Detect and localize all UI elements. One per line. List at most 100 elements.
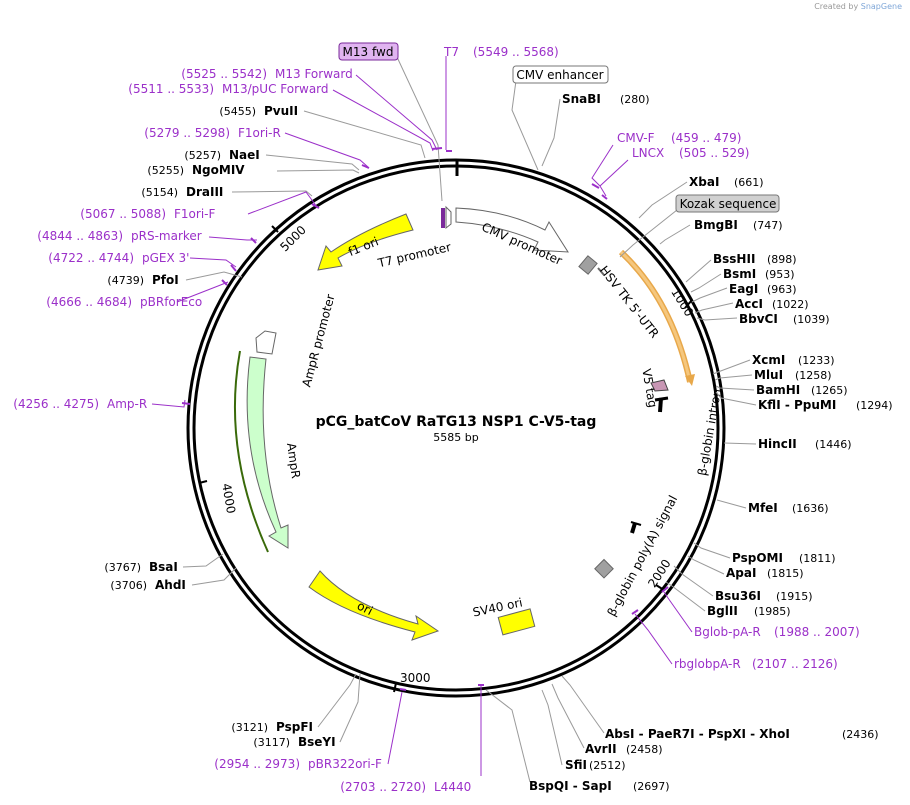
- ampr-promoter-label: AmpR promoter: [299, 293, 337, 389]
- grey-feature-box: [594, 558, 614, 579]
- label-l4440: L4440: [434, 780, 471, 794]
- f1-ori-arrow: [317, 213, 414, 271]
- ruler-ticks: 1000 2000 3000 4000 5000: [198, 223, 696, 693]
- label-ahdi: AhdI: [155, 578, 186, 592]
- svg-text:(1915): (1915): [776, 590, 813, 603]
- svg-text:(1258): (1258): [795, 369, 832, 382]
- ori-label: ori: [355, 599, 375, 619]
- label-apai: ApaI: [726, 566, 756, 580]
- hsv-tk-box: [578, 255, 598, 275]
- label-bsshii: BssHII: [713, 252, 755, 266]
- t7-range: (5549 .. 5568): [473, 45, 559, 59]
- label-m13-forward: M13 Forward: [275, 67, 353, 81]
- svg-text:(1988 .. 2007): (1988 .. 2007): [774, 625, 860, 639]
- svg-text:(505 .. 529): (505 .. 529): [679, 146, 749, 160]
- label-hincii: HincII: [758, 437, 797, 451]
- label-prs-marker: pRS-marker: [131, 229, 202, 243]
- ori-arrow: [308, 570, 440, 641]
- cmv-enhancer-tag[interactable]: CMV enhancer: [512, 65, 609, 84]
- label-bamhi: BamHI: [756, 383, 800, 397]
- svg-text:(2107 .. 2126): (2107 .. 2126): [752, 657, 838, 671]
- svg-text:(963): (963): [767, 283, 797, 296]
- label-ngomiv: NgoMIV: [192, 163, 245, 177]
- label-f1ori-r: F1ori-R: [238, 126, 281, 140]
- label-bsu36i: Bsu36I: [715, 589, 761, 603]
- label-avrii: AvrII: [585, 742, 617, 756]
- plasmid-name: pCG_batCoV RaTG13 NSP1 C-V5-tag: [316, 414, 597, 430]
- label-m13puc: M13/pUC Forward: [222, 82, 329, 96]
- plasmid-length: 5585 bp: [433, 431, 478, 444]
- svg-text:(747): (747): [753, 219, 783, 232]
- svg-text:(2703 .. 2720): (2703 .. 2720): [340, 780, 426, 794]
- label-pspfi: PspFI: [276, 720, 313, 734]
- svg-text:(898): (898): [767, 253, 797, 266]
- bottom-labels: AbsI - PaeR7I - PspXI - XhoI (2436) AvrI…: [529, 727, 879, 793]
- left-labels: (5525 .. 5542) M13 Forward (5511 .. 5533…: [13, 67, 471, 794]
- label-bspqi-sapi: BspQI - SapI: [529, 779, 612, 793]
- svg-text:(4256 .. 4275): (4256 .. 4275): [13, 397, 99, 411]
- t7-primer-bar: [441, 208, 445, 228]
- label-bmgbi: BmgBI: [694, 218, 738, 232]
- kozak-text: Kozak sequence: [680, 197, 777, 211]
- svg-text:(280): (280): [620, 93, 650, 106]
- label-rbglobpa-r: rbglobpA-R: [674, 657, 741, 671]
- svg-text:(459 .. 479): (459 .. 479): [671, 131, 741, 145]
- m13-fwd-tag[interactable]: M13 fwd: [338, 42, 399, 61]
- svg-text:(3117): (3117): [253, 736, 290, 749]
- t7-primer-label[interactable]: T7 (5549 .. 5568): [443, 45, 559, 59]
- label-pbr322ori-f: pBR322ori-F: [308, 757, 382, 771]
- tick-2000: 2000: [645, 557, 673, 590]
- label-bglii: BglII: [707, 604, 738, 618]
- svg-text:(5257): (5257): [184, 149, 221, 162]
- label-pbrforeco: pBRforEco: [140, 295, 202, 309]
- label-pgex: pGEX 3': [142, 251, 189, 265]
- svg-text:(2458): (2458): [626, 743, 663, 756]
- ampr-label: AmpR: [284, 442, 303, 479]
- label-naei: NaeI: [229, 148, 260, 162]
- t7-promoter-arrow: [445, 205, 452, 230]
- svg-text:(2697): (2697): [633, 780, 670, 793]
- svg-text:(5511 .. 5533): (5511 .. 5533): [128, 82, 214, 96]
- label-mlui: MluI: [754, 368, 783, 382]
- cmv-promoter-arrow: [455, 207, 569, 253]
- svg-text:(3121): (3121): [231, 721, 268, 734]
- svg-text:(1811): (1811): [799, 552, 836, 565]
- t7-promoter-label: T7 promoter: [376, 240, 453, 271]
- svg-text:(4722 .. 4744): (4722 .. 4744): [48, 251, 134, 265]
- m13-fwd-text: M13 fwd: [343, 45, 394, 59]
- leader-lines: [151, 56, 757, 783]
- label-acci: AccI: [735, 297, 763, 311]
- label-snabi: SnaBI: [562, 92, 601, 106]
- label-bsmi: BsmI: [723, 267, 756, 281]
- svg-text:(5154): (5154): [141, 186, 178, 199]
- svg-text:(4666 .. 4684): (4666 .. 4684): [46, 295, 132, 309]
- label-cmv-f: CMV-F: [617, 131, 655, 145]
- beta-globin-intron-label: β-globin intron: [695, 388, 724, 477]
- svg-text:(661): (661): [734, 176, 764, 189]
- label-xbai: XbaI: [689, 175, 719, 189]
- svg-text:(1294): (1294): [856, 399, 893, 412]
- svg-text:(1446): (1446): [815, 438, 852, 451]
- ampr-promoter-arrow: [255, 330, 277, 355]
- label-sfii: SfiI: [565, 758, 587, 772]
- label-absi-xhoi: AbsI - PaeR7I - PspXI - XhoI: [605, 727, 790, 741]
- label-kfli-ppumi: KflI - PpuMI: [758, 398, 836, 412]
- svg-text:(5525 .. 5542): (5525 .. 5542): [181, 67, 267, 81]
- t7-name: T7: [443, 45, 459, 59]
- kozak-tag[interactable]: Kozak sequence: [675, 194, 780, 213]
- svg-text:(5279 .. 5298): (5279 .. 5298): [144, 126, 230, 140]
- svg-text:(1039): (1039): [793, 313, 830, 326]
- svg-text:(1815): (1815): [767, 567, 804, 580]
- svg-text:(953): (953): [765, 268, 795, 281]
- label-pvuii: PvuII: [264, 104, 298, 118]
- svg-text:(1636): (1636): [792, 502, 829, 515]
- cmv-enhancer-text: CMV enhancer: [516, 68, 603, 82]
- svg-text:(1265): (1265): [811, 384, 848, 397]
- label-bglob-pa-r: Bglob-pA-R: [694, 625, 761, 639]
- svg-text:(1985): (1985): [754, 605, 791, 618]
- svg-text:(2954 .. 2973): (2954 .. 2973): [214, 757, 300, 771]
- right-labels: SnaBI (280) CMV-F (459 .. 479) LNCX (505…: [562, 92, 893, 671]
- label-eagi: EagI: [729, 282, 758, 296]
- label-bseyi: BseYI: [298, 735, 336, 749]
